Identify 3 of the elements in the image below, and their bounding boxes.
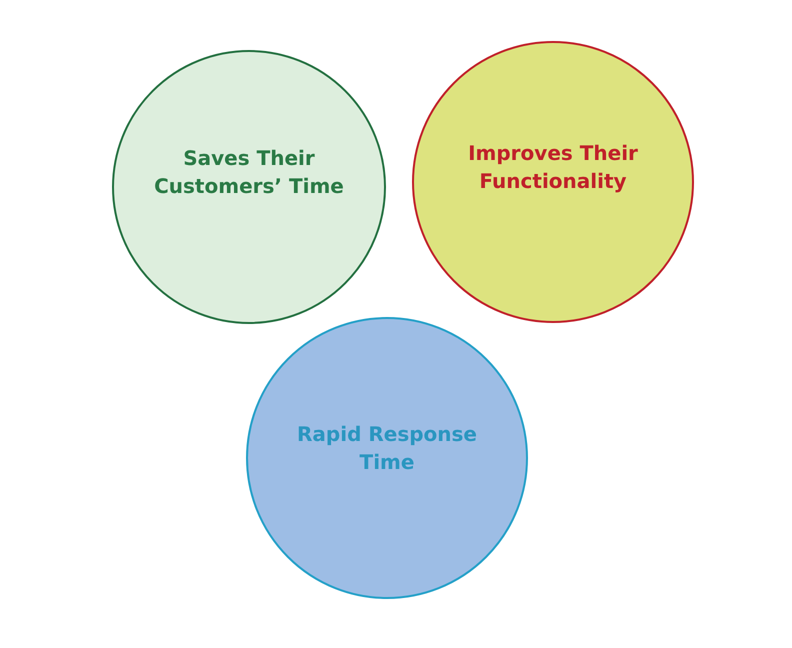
circle-label: Rapid Response Time (296, 421, 478, 476)
circle-label: Saves Their Customers’ Time (153, 145, 345, 200)
circle-label: Improves Their Functionality (467, 140, 639, 195)
